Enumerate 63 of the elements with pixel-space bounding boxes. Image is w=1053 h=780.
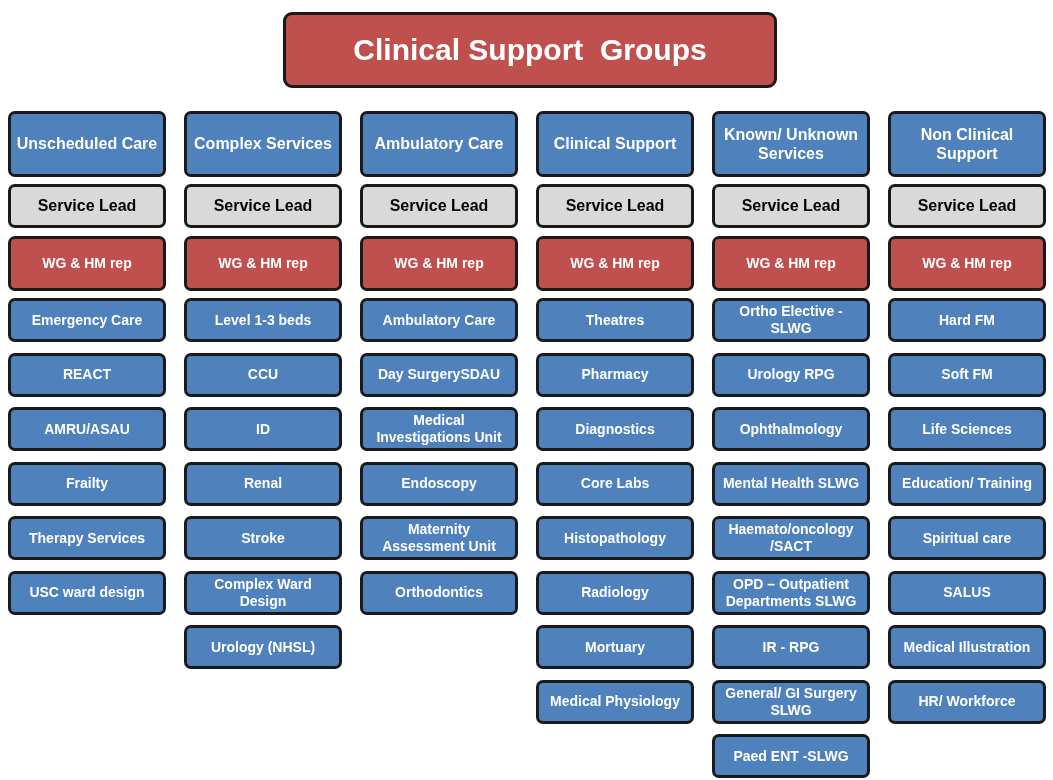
service-box: Pharmacy [536, 352, 694, 397]
service-lead-box: Service Lead [360, 184, 518, 228]
service-lead-box: Service Lead [536, 184, 694, 228]
service-lead-box: Service Lead [8, 184, 166, 228]
group-header-box: Non Clinical Support [888, 111, 1046, 177]
service-box: Emergency Care [8, 298, 166, 342]
service-box: HR/ Workforce [888, 679, 1046, 724]
title-banner: Clinical Support Groups [283, 12, 777, 88]
service-box: Urology RPG [712, 352, 870, 397]
group-header-box: Clinical Support [536, 111, 694, 177]
service-box: Education/ Training [888, 461, 1046, 506]
service-box: Theatres [536, 298, 694, 342]
service-box: Frailty [8, 461, 166, 506]
service-lead-box: Service Lead [184, 184, 342, 228]
service-box: Mortuary [536, 625, 694, 669]
group-header-box: Unscheduled Care [8, 111, 166, 177]
service-box: Complex Ward Design [184, 570, 342, 615]
group-header-box: Known/ Unknown Services [712, 111, 870, 177]
service-box: Spiritual care [888, 516, 1046, 560]
service-box: Diagnostics [536, 407, 694, 451]
service-box: Urology (NHSL) [184, 625, 342, 669]
service-box: Mental Health SLWG [712, 461, 870, 506]
service-box: Stroke [184, 516, 342, 560]
rep-box: WG & HM rep [8, 236, 166, 291]
group-header-box: Complex Services [184, 111, 342, 177]
rep-box: WG & HM rep [536, 236, 694, 291]
service-box: SALUS [888, 570, 1046, 615]
service-box: Day SurgerySDAU [360, 352, 518, 397]
service-box: Medical Illustration [888, 625, 1046, 669]
service-box: Ortho Elective - SLWG [712, 298, 870, 342]
service-box: ID [184, 407, 342, 451]
service-box: Medical Physiology [536, 679, 694, 724]
service-box: Paed ENT -SLWG [712, 734, 870, 778]
group-header-box: Ambulatory Care [360, 111, 518, 177]
service-box: USC ward design [8, 570, 166, 615]
service-box: AMRU/ASAU [8, 407, 166, 451]
service-box: Maternity Assessment Unit [360, 516, 518, 560]
service-box: Haemato/oncology /SACT [712, 516, 870, 560]
service-box: CCU [184, 352, 342, 397]
rep-box: WG & HM rep [712, 236, 870, 291]
service-box: Ophthalmology [712, 407, 870, 451]
service-box: Hard FM [888, 298, 1046, 342]
rep-box: WG & HM rep [888, 236, 1046, 291]
service-box: General/ GI Surgery SLWG [712, 679, 870, 724]
service-lead-box: Service Lead [712, 184, 870, 228]
service-box: Ambulatory Care [360, 298, 518, 342]
rep-box: WG & HM rep [184, 236, 342, 291]
service-box: Core Labs [536, 461, 694, 506]
service-box: Renal [184, 461, 342, 506]
service-box: Medical Investigations Unit [360, 407, 518, 451]
service-box: Orthodontics [360, 570, 518, 615]
service-box: Level 1-3 beds [184, 298, 342, 342]
service-lead-box: Service Lead [888, 184, 1046, 228]
service-box: IR - RPG [712, 625, 870, 669]
service-box: REACT [8, 352, 166, 397]
service-box: OPD – Outpatient Departments SLWG [712, 570, 870, 615]
service-box: Endoscopy [360, 461, 518, 506]
rep-box: WG & HM rep [360, 236, 518, 291]
service-box: Soft FM [888, 352, 1046, 397]
service-box: Life Sciences [888, 407, 1046, 451]
service-box: Therapy Services [8, 516, 166, 560]
service-box: Radiology [536, 570, 694, 615]
service-box: Histopathology [536, 516, 694, 560]
